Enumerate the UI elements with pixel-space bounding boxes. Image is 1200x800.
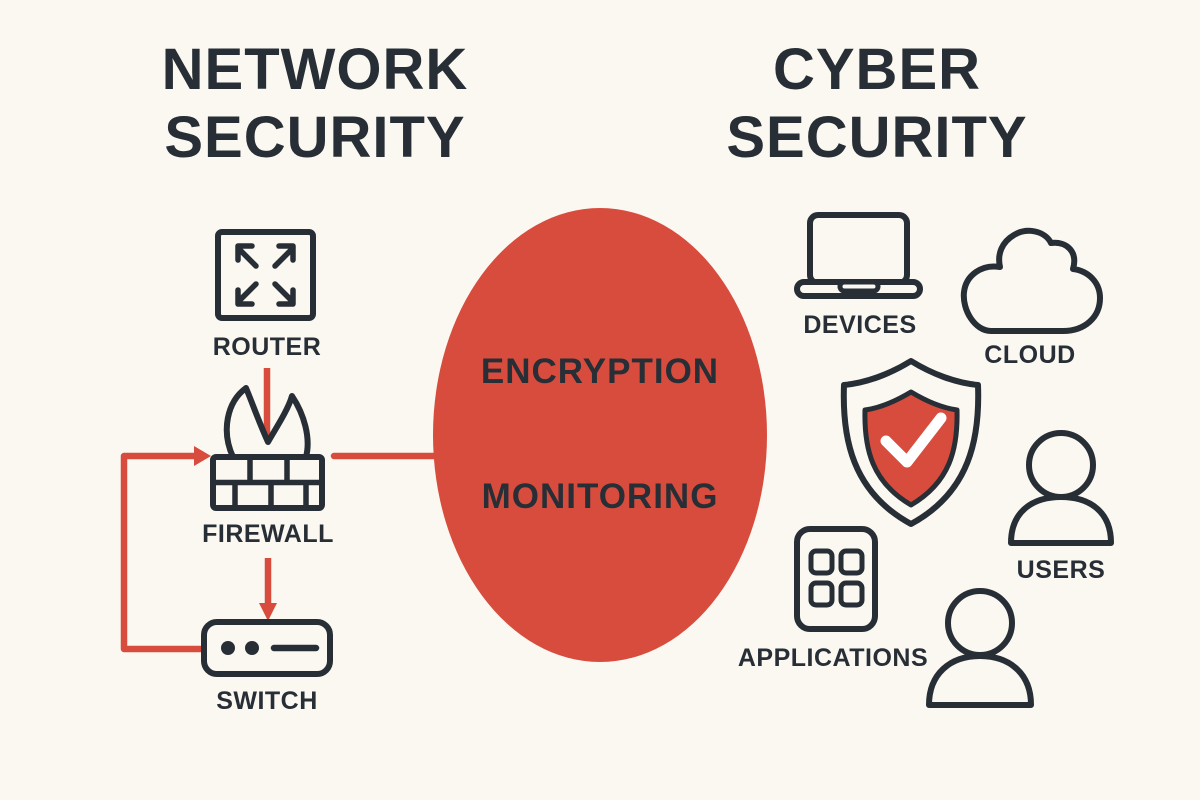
shield-check-icon: [840, 358, 982, 527]
cyber-security-title: CYBER SECURITY: [627, 36, 1127, 172]
applications-label: APPLICATIONS: [737, 644, 929, 672]
flame-glyph: [223, 385, 311, 460]
router-icon: [215, 229, 316, 321]
network-security-title-line1: NETWORK: [161, 37, 469, 102]
encryption-label: ENCRYPTION: [480, 352, 720, 391]
brick-joints: [214, 458, 321, 507]
firewall-label: FIREWALL: [202, 520, 334, 548]
switch-icon: [201, 619, 333, 677]
user-icon: [1008, 430, 1114, 546]
switch-label: SWITCH: [216, 687, 318, 715]
arrowhead-into-firewall-left: [194, 446, 211, 466]
cyber-security-title-line1: CYBER: [772, 37, 982, 102]
red-connector-lines: [120, 368, 452, 653]
firewall-icon: [210, 385, 325, 511]
network-security-title-line2: SECURITY: [164, 105, 466, 170]
cloud-icon: [960, 227, 1103, 334]
devices-label: DEVICES: [803, 311, 917, 339]
arrow-switch-loop-to-firewall: [120, 452, 207, 653]
app-grid-squares: [808, 548, 865, 608]
laptop-icon: [794, 212, 923, 299]
cyber-security-title-line2: SECURITY: [726, 105, 1028, 170]
person-icon: [926, 588, 1034, 708]
expand-arrows-glyph: [235, 243, 296, 307]
red-arrowheads: [194, 446, 277, 621]
shared-security-ellipse: [433, 208, 767, 662]
cloud-label: CLOUD: [984, 341, 1076, 369]
network-security-title: NETWORK SECURITY: [65, 36, 565, 172]
monitoring-label: MONITORING: [481, 477, 719, 516]
checkmark-glyph: [880, 412, 947, 468]
laptop-notch: [837, 279, 881, 294]
arrowhead-into-switch: [259, 603, 277, 621]
users-label: USERS: [1016, 556, 1106, 584]
router-label: ROUTER: [212, 333, 322, 361]
app-grid-icon: [794, 526, 878, 632]
